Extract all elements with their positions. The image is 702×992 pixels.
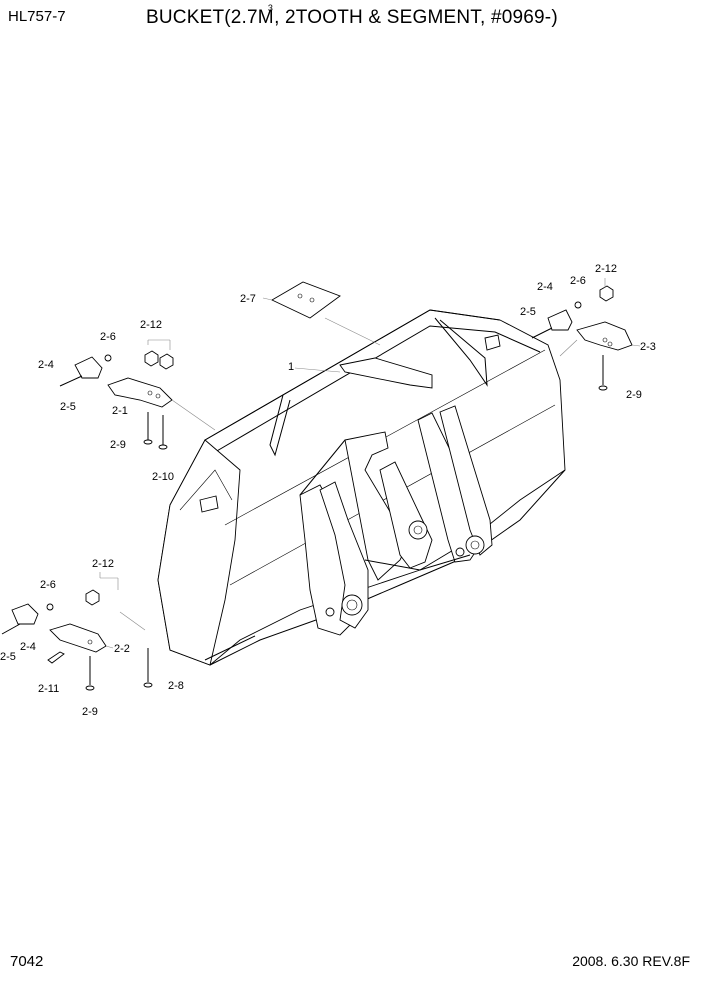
callout-2-11: 2-11: [38, 683, 59, 695]
left-upper-tooth-assembly: [59, 339, 216, 450]
page-title: BUCKET(2.7M3, 2TOOTH & SEGMENT, #0969-): [146, 3, 558, 29]
bucket-body: [157, 309, 566, 666]
callout-2-12-left: 2-12: [140, 319, 162, 331]
callout-2-9-right: 2-9: [626, 389, 642, 401]
callout-2-2: 2-2: [114, 643, 130, 655]
callout-2-6-bottom: 2-6: [40, 579, 56, 591]
callout-2-12-bottom: 2-12: [92, 558, 114, 570]
callout-1: 1: [288, 361, 294, 373]
callout-2-4-left: 2-4: [38, 359, 54, 371]
title-rest: , 2TOOTH & SEGMENT, #0969-): [274, 7, 558, 28]
callout-2-6-left: 2-6: [100, 331, 116, 343]
callout-2-5-bottom: 2-5: [0, 651, 16, 663]
callout-2-10: 2-10: [152, 471, 174, 483]
bottom-tooth-assembly: [1, 572, 153, 691]
callout-2-5-right: 2-5: [520, 306, 536, 318]
title-superscript: 3: [267, 3, 274, 13]
right-tooth-assembly: [531, 278, 641, 391]
title-main: BUCKET(2.7M: [146, 7, 274, 28]
callout-2-7: 2-7: [240, 293, 256, 305]
cover-plate-2-7: [262, 281, 381, 346]
callout-2-8: 2-8: [168, 680, 184, 692]
callout-2-1: 2-1: [112, 405, 128, 417]
callout-2-9-bottom: 2-9: [82, 706, 98, 718]
revision-date: 2008. 6.30 REV.8F: [572, 953, 690, 969]
callout-2-4-bottom: 2-4: [20, 641, 36, 653]
page-number: 7042: [10, 953, 44, 970]
callout-2-4-right: 2-4: [537, 281, 553, 293]
callout-2-3: 2-3: [640, 341, 656, 353]
callout-2-6-right: 2-6: [570, 275, 586, 287]
callout-2-9-left: 2-9: [110, 439, 126, 451]
callout-2-5-left: 2-5: [60, 401, 76, 413]
model-code: HL757-7: [8, 8, 66, 25]
callout-labels: 1 2-7 2-6 2-4 2-5 2-1 2-12 2-9 2-10 2-4 …: [0, 263, 656, 718]
callout-2-12-right: 2-12: [595, 263, 617, 275]
